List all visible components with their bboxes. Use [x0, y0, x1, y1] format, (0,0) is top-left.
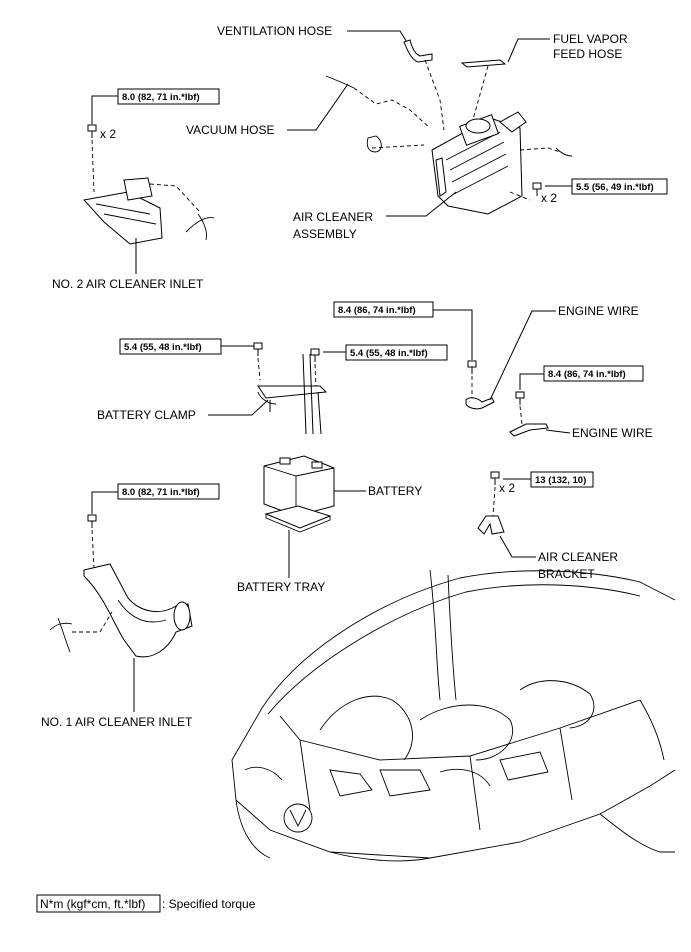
air-cleaner-leader	[386, 191, 457, 217]
bolt-engine-wire-top	[467, 360, 477, 374]
legend-torque-box	[36, 894, 161, 913]
battery-tray	[264, 505, 332, 533]
engine-wire-bottom-leader	[545, 429, 571, 434]
torque-bracket: 13 (132, 10)	[535, 475, 586, 486]
engine-wire-top-leader	[489, 310, 556, 401]
air-cleaner-bracket	[477, 515, 505, 535]
bracket-label-1: AIR CLEANER	[538, 550, 618, 564]
qty-no2-inlet: x 2	[100, 127, 116, 141]
engine-wire-bottom-path	[519, 405, 523, 425]
fuel-vapor-leader	[507, 38, 550, 63]
qty-bracket: x 2	[499, 481, 515, 495]
torque-no1-inlet: 8.0 (82, 71 in.*lbf)	[122, 487, 200, 498]
bolt-no1-inlet	[87, 514, 97, 528]
bolt-no2-inlet	[87, 124, 97, 138]
vehicle-engine-bay	[231, 569, 676, 862]
battery-tray-label: BATTERY TRAY	[237, 580, 325, 594]
air-cleaner-label-1: AIR CLEANER	[293, 210, 373, 224]
air-cleaner-dash-1	[371, 144, 425, 149]
vacuum-hose-label: VACUUM HOSE	[186, 123, 274, 137]
vacuum-hose-path	[353, 87, 431, 129]
legend-box-text: N*m (kgf*cm, ft.*lbf)	[40, 897, 145, 911]
torque-clamp-left: 5.4 (55, 48 in.*lbf)	[124, 342, 202, 353]
torque-clamp-right: 5.4 (55, 48 in.*lbf)	[350, 348, 428, 359]
sensor-connector	[366, 135, 382, 153]
torque-engine-wire-bottom: 8.4 (86, 74 in.*lbf)	[548, 369, 626, 380]
air-cleaner-assembly	[431, 111, 527, 215]
torque-box-bracket	[530, 471, 594, 488]
fuel-vapor-hose	[460, 59, 507, 68]
legend-text: : Specified torque	[162, 897, 256, 911]
vacuum-hose-leader	[287, 83, 349, 131]
engine-wire-top-torque-leader	[433, 309, 473, 360]
no1-air-cleaner-inlet	[83, 563, 193, 658]
battery-clamp	[257, 353, 328, 435]
no2-inlet-hose	[185, 213, 215, 241]
battery-clamp-label: BATTERY CLAMP	[97, 408, 196, 422]
no2-inlet-dash	[149, 183, 201, 213]
ventilation-hose-label: VENTILATION HOSE	[217, 24, 332, 38]
fuel-vapor-label-2: FEED HOSE	[553, 47, 622, 61]
qty-air-cleaner: x 2	[541, 191, 557, 205]
torque-no2-inlet: 8.0 (82, 71 in.*lbf)	[122, 92, 200, 103]
vacuum-hose	[325, 75, 355, 89]
battery	[263, 455, 335, 517]
bolt-engine-wire-bottom	[515, 391, 525, 405]
no2-inlet-label: NO. 2 AIR CLEANER INLET	[52, 277, 204, 291]
no1-inlet-bolt-path	[91, 529, 95, 569]
engine-wire-top-label: ENGINE WIRE	[558, 304, 639, 318]
bolt-air-cleaner	[532, 182, 542, 196]
torque-air-cleaner: 5.5 (56, 49 in.*lbf)	[576, 182, 654, 193]
engine-wire-bottom-terminal	[509, 423, 549, 437]
fuel-vapor-label-1: FUEL VAPOR	[553, 32, 628, 46]
bracket-label-2: BRACKET	[538, 567, 595, 581]
no1-inlet-label: NO. 1 AIR CLEANER INLET	[41, 715, 193, 729]
ventilation-hose	[403, 39, 433, 63]
clamp-right-path	[314, 363, 317, 389]
air-cleaner-dash-2	[519, 147, 561, 153]
battery-label: BATTERY	[368, 484, 422, 498]
ventilation-hose-path	[424, 59, 445, 131]
no2-inlet-bolt-path	[91, 139, 95, 193]
torque-engine-wire-top: 8.4 (86, 74 in.*lbf)	[338, 305, 416, 316]
no2-inlet-torque-leader	[91, 95, 118, 124]
torque-box-clamp-right	[345, 344, 448, 361]
bolt-clamp-right	[310, 348, 320, 362]
ventilation-hose-leader	[347, 30, 409, 45]
no1-inlet-hose	[49, 617, 73, 653]
clamp-left-path	[257, 357, 261, 381]
bolt-clamp-left	[253, 342, 263, 356]
torque-box-air-cleaner	[571, 178, 668, 195]
engine-wire-bottom-label: ENGINE WIRE	[572, 426, 653, 440]
engine-wire-bottom-torque-leader	[519, 373, 544, 390]
air-cleaner-hose-right	[555, 147, 573, 157]
no1-inlet-dash	[72, 611, 113, 633]
no1-inlet-torque-leader	[91, 491, 118, 514]
bolt-bracket	[490, 471, 500, 485]
bracket-bolt-path	[492, 486, 496, 517]
bracket-leader	[499, 535, 536, 558]
engine-wire-top-terminal	[465, 397, 495, 410]
air-cleaner-label-2: ASSEMBLY	[293, 227, 357, 241]
battery-clamp-leader	[208, 399, 269, 416]
air-cleaner-bolt-path	[509, 191, 531, 201]
no2-air-cleaner-inlet	[83, 177, 163, 245]
